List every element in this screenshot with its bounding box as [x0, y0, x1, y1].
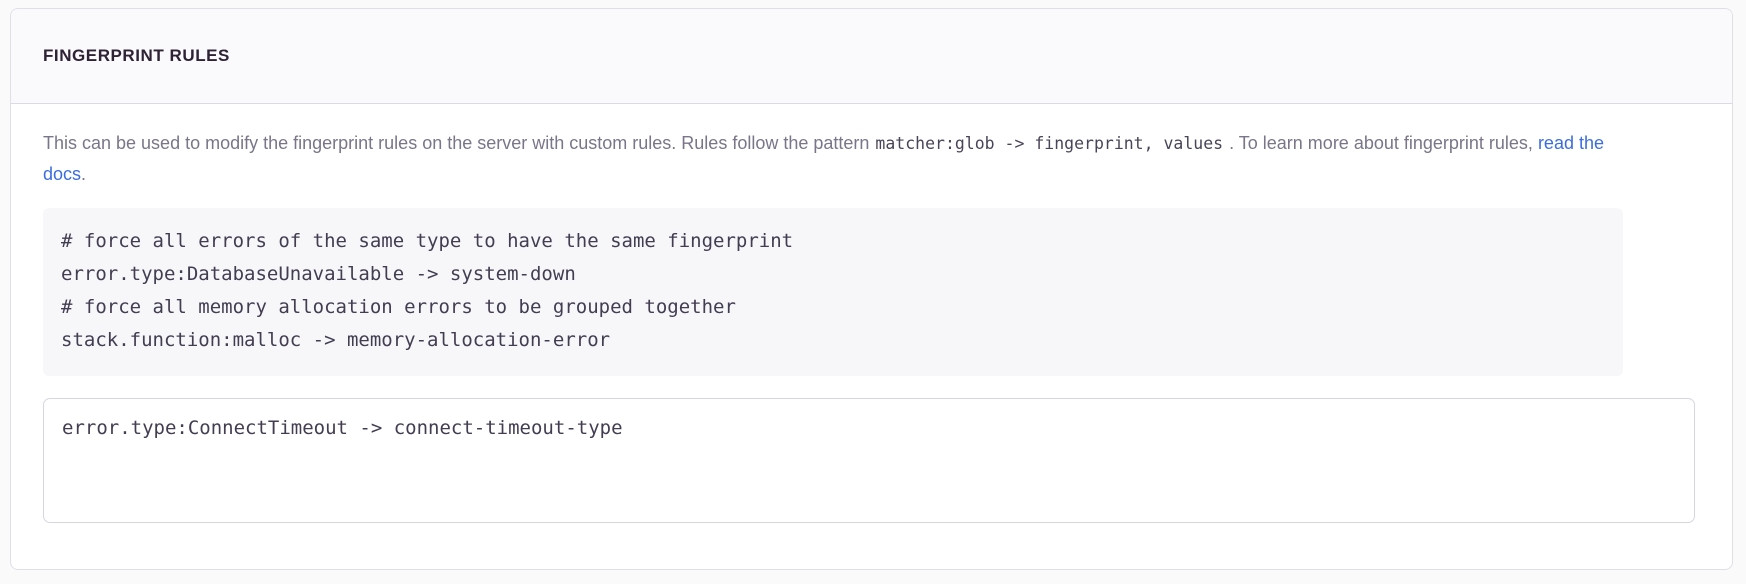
code-line: stack.function:malloc -> memory-allocati… — [61, 329, 611, 351]
example-rules-code-block: # force all errors of the same type to h… — [43, 208, 1623, 376]
inline-code-pattern: matcher:glob -> fingerprint, values — [875, 134, 1224, 153]
panel-body: This can be used to modify the fingerpri… — [11, 104, 1732, 523]
code-line: # force all errors of the same type to h… — [61, 230, 794, 252]
description-part-2: . To learn more about fingerprint rules, — [1224, 133, 1538, 153]
page-title: FINGERPRINT RULES — [43, 46, 230, 65]
read-the-docs-link[interactable]: read the docs — [43, 133, 1604, 184]
code-line: error.type:DatabaseUnavailable -> system… — [61, 263, 576, 285]
description-text: This can be used to modify the fingerpri… — [43, 128, 1623, 190]
description-part-1: This can be used to modify the fingerpri… — [43, 133, 875, 153]
description-part-3: . — [81, 164, 87, 184]
code-line: # force all memory allocation errors to … — [61, 296, 736, 318]
fingerprint-rules-input[interactable] — [43, 398, 1695, 523]
fingerprint-rules-panel: FINGERPRINT RULES This can be used to mo… — [10, 8, 1733, 570]
panel-header: FINGERPRINT RULES — [11, 9, 1732, 104]
